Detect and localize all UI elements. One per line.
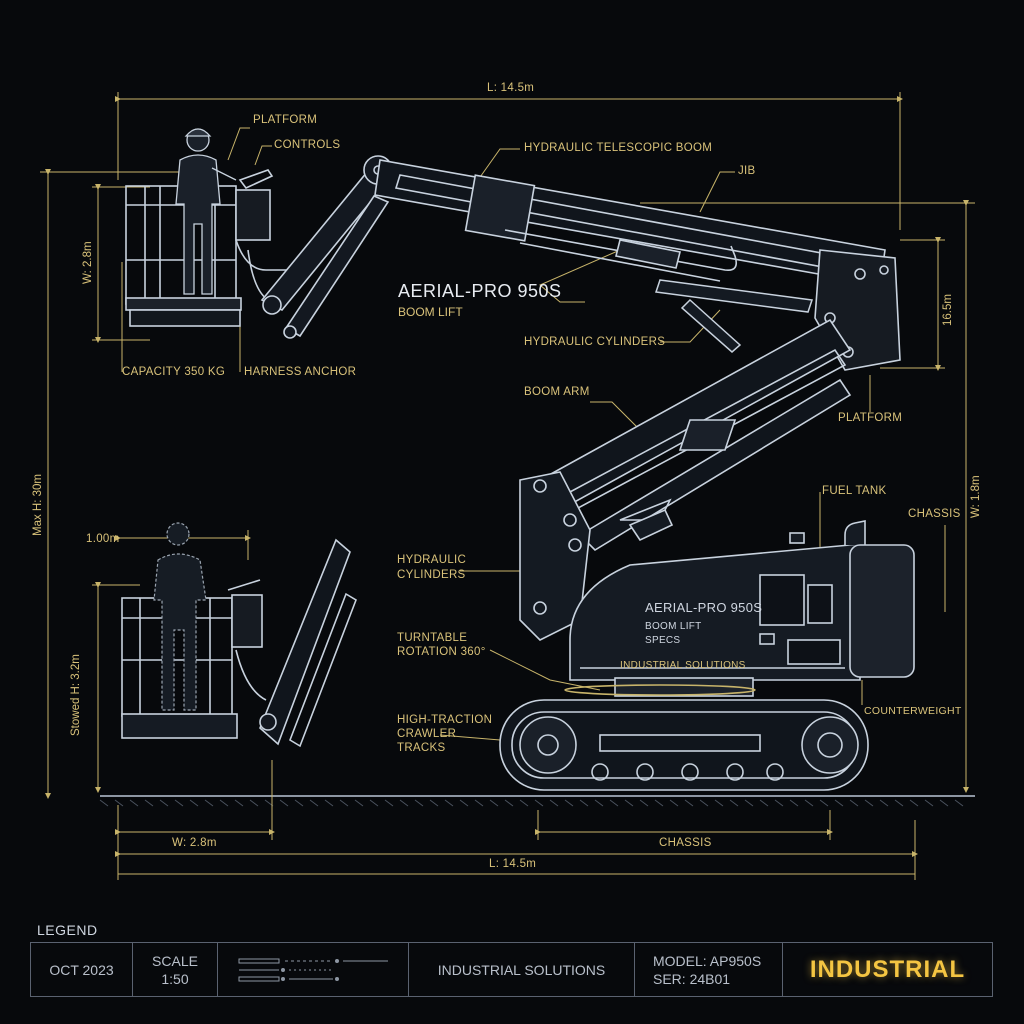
panel-subtitle-2: SPECS (645, 635, 681, 646)
stowed-height-dimension: Stowed H: 3.2m (70, 654, 82, 736)
panel-brand: INDUSTRIAL SOLUTIONS (620, 660, 746, 671)
stowed-platform-basket (121, 538, 357, 748)
callout-tracks-1: HIGH-TRACTION (397, 714, 493, 726)
legend-scale-label: SCALE (152, 952, 198, 969)
ground-line (99, 795, 975, 807)
legend-brand: INDUSTRIAL (809, 955, 966, 983)
callout-turntable-2: ROTATION 360° (397, 646, 486, 658)
legend-model-block: MODEL: AP950S SER: 24B01 (635, 943, 783, 996)
legend-scale-value: 1:50 (161, 970, 189, 987)
callout-platform: PLATFORM (253, 114, 318, 126)
callout-tracks-3: TRACKS (397, 742, 446, 754)
machine-chassis (564, 520, 915, 697)
stowed-worker (153, 522, 207, 711)
lower-pivot-bracket (519, 471, 674, 641)
legend-date: OCT 2023 (31, 943, 133, 996)
callout-controls: CONTROLS (274, 139, 341, 151)
right-height-dimension: 16.5m (942, 294, 954, 326)
max-height-dimension: Max H: 30m (32, 474, 44, 536)
upper-worker (175, 128, 237, 295)
legend-company: INDUSTRIAL SOLUTIONS (409, 943, 635, 996)
right-width-dimension: W: 1.8m (970, 475, 982, 518)
upper-platform-basket (125, 169, 296, 327)
basket-width-bottom: W: 2.8m (172, 837, 217, 849)
legend-serial: SER: 24B01 (653, 970, 731, 987)
callout-harness-anchor: HARNESS ANCHOR (244, 366, 357, 378)
callout-hydraulic-cylinders-lower-2: CYLINDERS (397, 569, 466, 581)
bottom-length-dimension: L: 14.5m (489, 858, 537, 870)
callout-boom-arm: BOOM ARM (524, 386, 590, 398)
main-boom-arm (538, 318, 852, 552)
legend-title: LEGEND (37, 922, 98, 938)
callout-telescopic-boom: HYDRAULIC TELESCOPIC BOOM (524, 142, 713, 154)
upper-boom-linkage (260, 155, 393, 339)
small-dimension: 1.00m (86, 533, 120, 545)
legend-line-samples (218, 943, 409, 996)
callout-capacity: CAPACITY 350 KG (122, 366, 226, 378)
panel-product-name: AERIAL-PRO 950S (645, 600, 763, 615)
chassis-dimension: CHASSIS (659, 837, 712, 849)
callout-hydraulic-cylinders-upper: HYDRAULIC CYLINDERS (524, 336, 666, 348)
product-title: AERIAL-PRO 950S (398, 281, 562, 301)
line-style-samples (238, 958, 388, 981)
panel-subtitle-1: BOOM LIFT (645, 621, 702, 632)
callout-chassis: CHASSIS (908, 508, 961, 520)
callout-jib: JIB (738, 165, 756, 177)
callout-turntable-1: TURNTABLE (397, 632, 468, 644)
callout-tracks-2: CRAWLER (397, 728, 457, 740)
callout-fuel-tank: FUEL TANK (822, 485, 887, 497)
legend-model: MODEL: AP950S (653, 952, 762, 969)
dimension-lines (40, 92, 975, 880)
product-subtitle: BOOM LIFT (398, 305, 463, 319)
upper-hydraulic-cylinder (655, 279, 813, 353)
crawler-tracks (499, 699, 869, 791)
callout-hydraulic-cylinders-lower-1: HYDRAULIC (397, 554, 467, 566)
telescopic-boom (374, 159, 901, 371)
top-length-dimension: L: 14.5m (487, 82, 535, 94)
basket-width-top: W: 2.8m (82, 241, 94, 284)
callout-platform-right: PLATFORM (838, 412, 903, 424)
callout-counterweight: COUNTERWEIGHT (864, 705, 962, 717)
legend-bar: OCT 2023 SCALE 1:50 INDUSTRIAL SOLUTIONS… (30, 942, 993, 997)
legend-scale: SCALE 1:50 (133, 943, 218, 996)
